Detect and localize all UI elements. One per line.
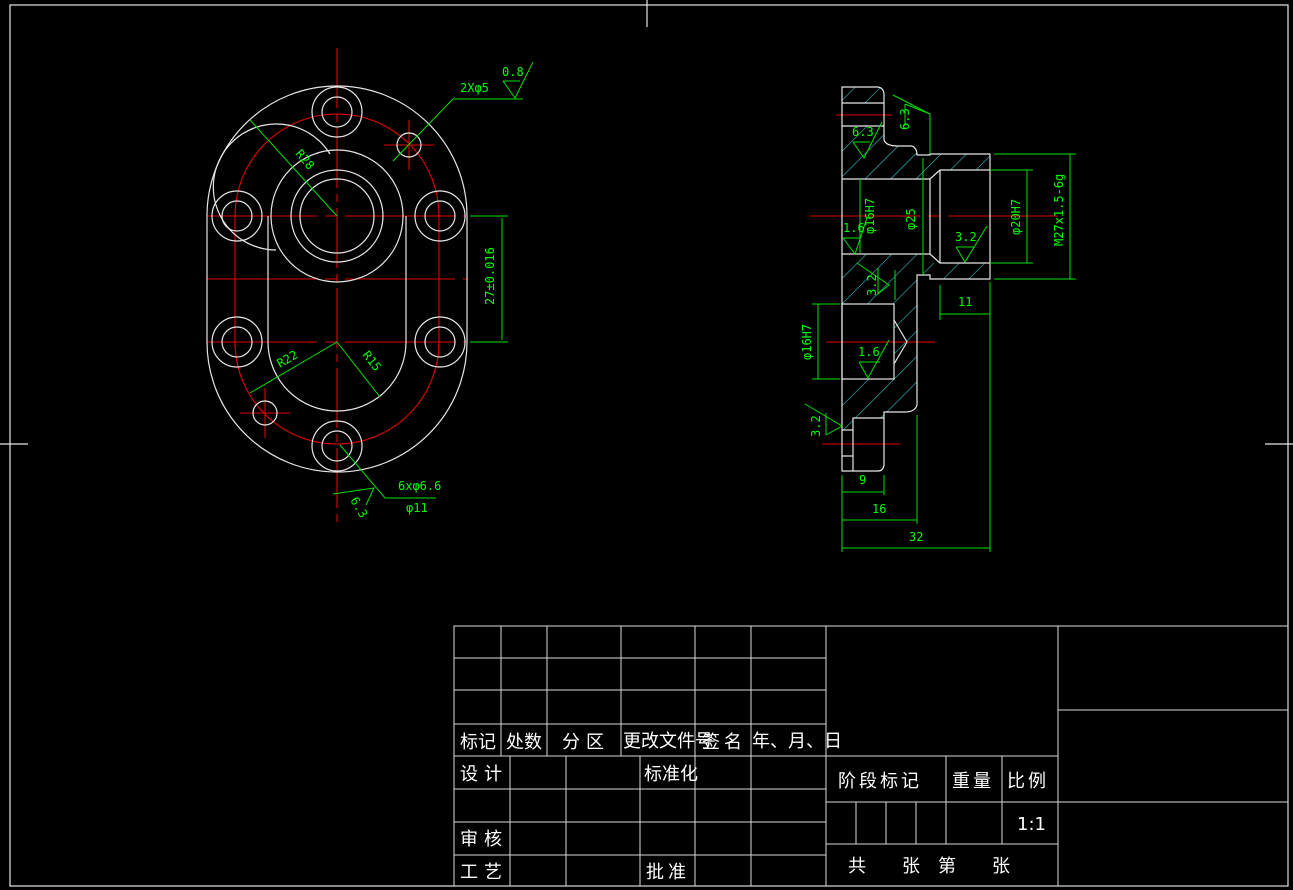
label-design: 设计	[460, 764, 508, 785]
dim-thread-m27: M27x1.5-6g	[1052, 174, 1066, 246]
label-mark: 标记	[460, 732, 496, 753]
label-standardize: 标准化	[644, 764, 698, 785]
roughness-left: 3.2	[809, 415, 823, 437]
label-change-doc: 更改文件号	[623, 731, 713, 752]
dimensions	[249, 61, 534, 506]
dim-phi11: φ11	[406, 501, 428, 515]
title-block: 标记 处数 分区 更改文件号 签名 年、月、日 设计 标准化 审核 工艺 批准 …	[453, 625, 1289, 887]
front-view: R28 2Xφ5 0.8 27±0.016 R22 R15 6xφ6.6 φ11…	[206, 48, 534, 525]
dim-9: 9	[859, 473, 866, 487]
scale-value: 1:1	[1017, 814, 1046, 835]
dim-phi16h7-lower: φ16H7	[800, 324, 814, 360]
label-date: 年、月、日	[752, 731, 842, 752]
dim-phi20h7: φ20H7	[1009, 199, 1023, 235]
label-sheets: 共 张 第 张	[848, 856, 1010, 877]
label-stage-mark: 阶段标记	[838, 771, 922, 792]
dim-11: 11	[958, 295, 972, 309]
roughness-hole: 6.3	[852, 125, 874, 139]
dim-2x-phi5: 2Xφ5	[460, 81, 489, 95]
roughness-bore: 1.6	[843, 221, 865, 235]
label-approve: 批准	[646, 862, 690, 883]
roughness-lower: 1.6	[858, 345, 880, 359]
label-sign: 签名	[702, 732, 746, 753]
label-zone: 分区	[562, 732, 610, 753]
bolt-holes	[211, 86, 466, 472]
side-view: 6.3 6.3 1.6 φ16H7 φ25 3.2 φ20H7 M27x1.5-…	[800, 86, 1076, 552]
roughness-6-3: 6.3	[347, 495, 370, 521]
dim-phi16h7-bore: φ16H7	[863, 198, 877, 234]
label-scale: 比例	[1007, 771, 1049, 792]
slot-outline	[267, 216, 407, 412]
centerlines	[207, 48, 467, 525]
section-hatch	[842, 87, 990, 471]
label-process: 工艺	[460, 862, 508, 883]
roughness-mid: 3.2	[865, 274, 879, 296]
label-count: 处数	[506, 732, 542, 753]
label-review: 审核	[460, 829, 508, 850]
dimensions	[804, 94, 1076, 552]
dim-r22: R22	[275, 348, 301, 371]
roughness-top: 6.3	[898, 108, 912, 130]
dim-16: 16	[872, 502, 886, 516]
label-weight: 重量	[952, 771, 994, 792]
dim-32: 32	[909, 530, 923, 544]
dim-r15: R15	[360, 348, 384, 374]
dim-phi25: φ25	[904, 208, 918, 230]
dim-6x-phi6-6: 6xφ6.6	[398, 479, 441, 493]
dim-r28: R28	[293, 147, 318, 173]
roughness-0-8: 0.8	[502, 65, 524, 79]
roughness-inner: 3.2	[955, 230, 977, 244]
flange-outline	[206, 85, 468, 473]
dim-27-tolerance: 27±0.016	[483, 247, 497, 305]
outline	[206, 85, 468, 473]
